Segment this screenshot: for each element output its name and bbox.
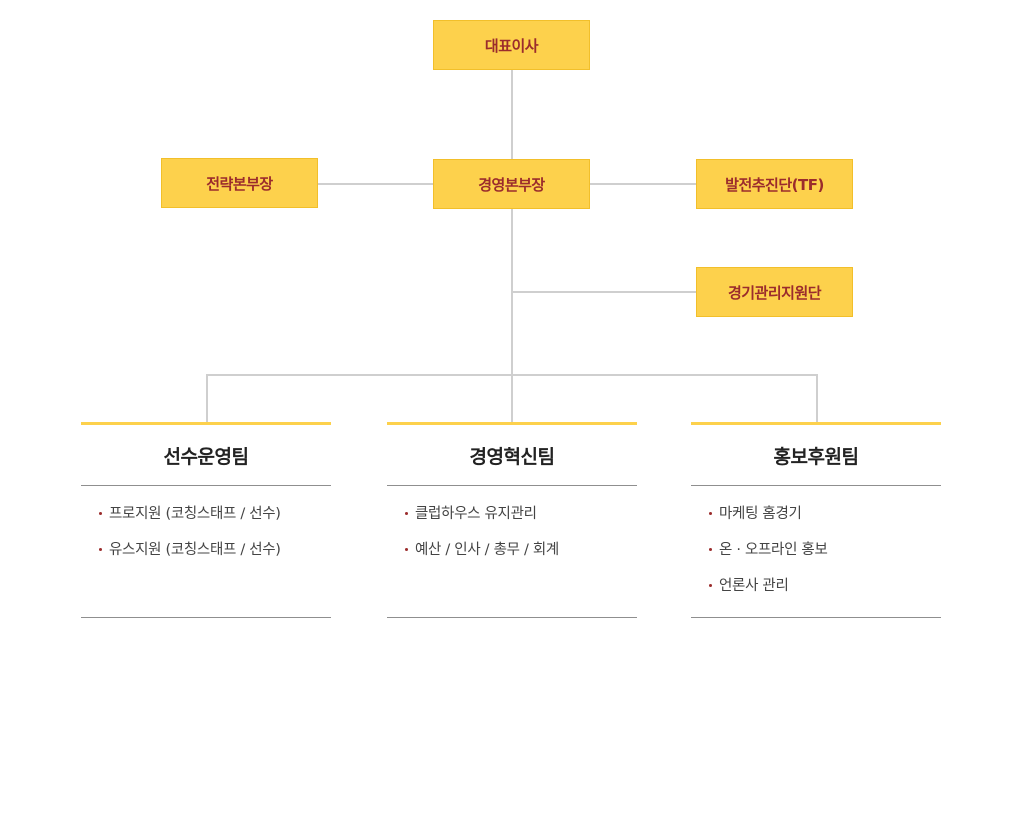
connector-management-development [589,183,697,185]
list-item: 유스지원 (코칭스태프 / 선수) [99,538,331,574]
bullet-icon [709,548,712,551]
team-title: 홍보후원팀 [691,425,941,486]
list-item-label: 프로지원 (코칭스태프 / 선수) [109,506,281,522]
list-item: 온 · 오프라인 홍보 [709,538,941,574]
connector-team-right [816,374,818,422]
node-development: 발전추진단(TF) [696,159,853,209]
node-strategy: 전략본부장 [161,158,318,208]
team-card-player-operations: 선수운영팀 프로지원 (코칭스태프 / 선수) 유스지원 (코칭스태프 / 선수… [81,422,331,618]
list-item-label: 언론사 관리 [719,578,789,594]
connector-team-left [206,374,208,422]
connector-management-trunk [511,208,513,422]
bullet-icon [405,548,408,551]
bullet-icon [405,512,408,515]
list-item: 마케팅 홈경기 [709,502,941,538]
team-duty-list: 프로지원 (코칭스태프 / 선수) 유스지원 (코칭스태프 / 선수) [81,486,331,574]
team-title: 선수운영팀 [81,425,331,486]
list-item-label: 예산 / 인사 / 총무 / 회계 [415,542,559,558]
bullet-icon [709,512,712,515]
bullet-icon [99,548,102,551]
list-item: 예산 / 인사 / 총무 / 회계 [405,538,637,574]
list-item: 클럽하우스 유지관리 [405,502,637,538]
bullet-icon [709,584,712,587]
team-title: 경영혁신팀 [387,425,637,486]
list-item: 언론사 관리 [709,574,941,610]
list-item-label: 유스지원 (코칭스태프 / 선수) [109,542,281,558]
team-duty-list: 클럽하우스 유지관리 예산 / 인사 / 총무 / 회계 [387,486,637,574]
team-card-pr-sponsorship: 홍보후원팀 마케팅 홈경기 온 · 오프라인 홍보 언론사 관리 [691,422,941,618]
team-card-management-innovation: 경영혁신팀 클럽하우스 유지관리 예산 / 인사 / 총무 / 회계 [387,422,637,618]
list-item-label: 클럽하우스 유지관리 [415,506,537,522]
team-duty-list: 마케팅 홈경기 온 · 오프라인 홍보 언론사 관리 [691,486,941,610]
node-ceo: 대표이사 [433,20,590,70]
list-item-label: 온 · 오프라인 홍보 [719,542,828,558]
connector-strategy-management [317,183,433,185]
connector-teams-horizontal [206,374,818,376]
connector-game-support [511,291,697,293]
list-item: 프로지원 (코칭스태프 / 선수) [99,502,331,538]
connector-ceo-management [511,69,513,160]
node-management: 경영본부장 [433,159,590,209]
list-item-label: 마케팅 홈경기 [719,506,802,522]
bullet-icon [99,512,102,515]
node-game-support: 경기관리지원단 [696,267,853,317]
